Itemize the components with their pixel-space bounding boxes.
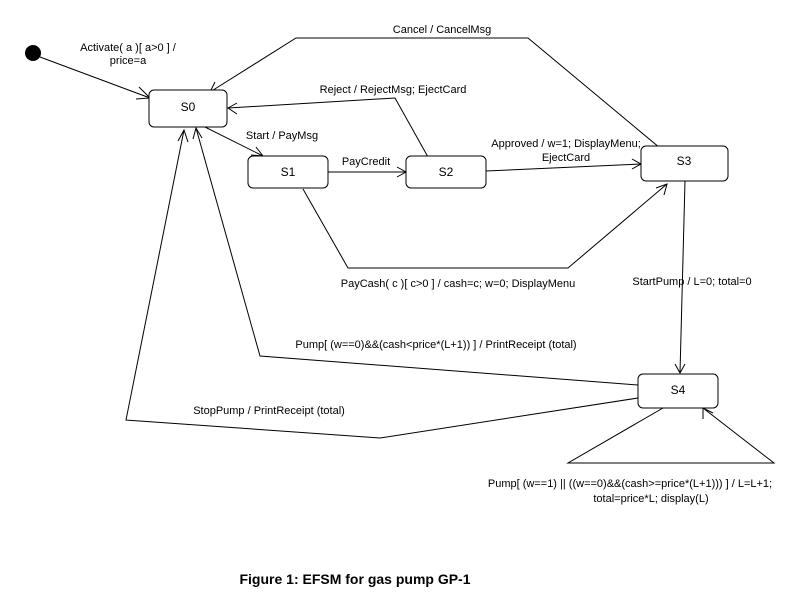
state-s3-label: S3 [677,154,692,168]
state-s0: S0 [148,89,228,128]
label-s4-to-s0-pump: Pump[ (w==0)&&(cash<price*(L+1)) ] / Pri… [295,339,576,351]
state-s4: S4 [637,373,719,409]
label-s1-to-s3-paycash: PayCash( c )[ c>0 ] / cash=c; w=0; Displ… [341,278,575,290]
label-s1-to-s2-paycredit: PayCredit [342,156,390,168]
edge-s3-to-s4-startpump [674,180,686,375]
label-s3-to-s0-cancel: Cancel / CancelMsg [393,24,491,36]
state-s3: S3 [640,145,729,182]
label-s2-to-s3-approved-line2: EjectCard [542,152,590,164]
edge-s1-to-s2-paycredit [328,166,408,178]
state-s2-label: S2 [439,165,454,179]
edge-s4-to-s0-stoppump [125,128,639,439]
label-s4-self-line1: Pump[ (w==1) || ((w==0)&&(cash>=price*(L… [488,478,772,490]
state-s1-label: S1 [281,165,296,179]
state-s0-label: S0 [181,100,196,114]
edge-s2-to-s0-reject [227,97,429,158]
label-s2-to-s3-approved-line1: Approved / w=1; DisplayMenu; [491,138,641,150]
initial-state-dot [25,45,41,61]
state-s1: S1 [247,155,329,189]
label-s4-self-line2: total=price*L; display(L) [593,493,708,505]
label-s0-to-s1-start: Start / PayMsg [246,130,318,142]
label-s2-to-s0-reject: Reject / RejectMsg; EjectCard [320,84,467,96]
state-s2: S2 [405,155,487,189]
label-s3-to-s4-startpump: StartPump / L=0; total=0 [632,276,751,288]
label-init-to-s0-line1: Activate( a )[ a>0 ] / [80,42,177,54]
state-s4-label: S4 [671,383,686,397]
label-s4-to-s0-stoppump: StopPump / PrintReceipt (total) [193,405,345,417]
figure-caption: Figure 1: EFSM for gas pump GP-1 [239,571,470,587]
edge-s4-self-loop [566,407,776,464]
edge-s1-to-s3-paycash [302,183,668,269]
edge-s4-to-s0-pump [192,126,639,386]
label-init-to-s0-line2: price=a [110,55,147,67]
